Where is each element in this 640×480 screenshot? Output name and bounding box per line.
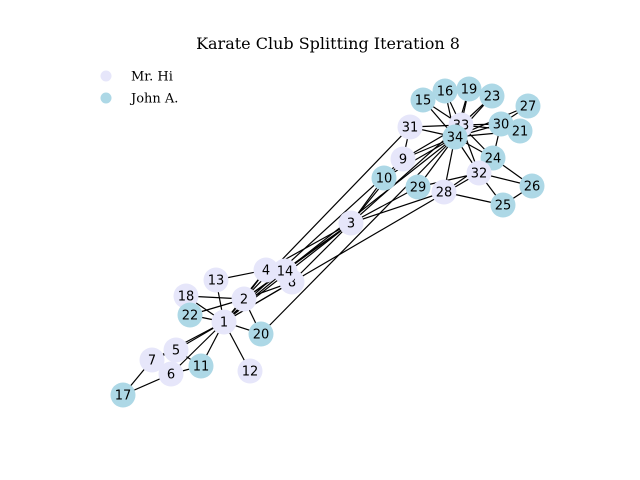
- node-31: [397, 114, 423, 140]
- edge-14-34: [284, 136, 456, 272]
- edge-3-8: [291, 222, 352, 283]
- node-label-8: 8: [288, 276, 296, 291]
- node-label-16: 16: [437, 85, 454, 100]
- node-29: [405, 174, 431, 200]
- node-label-11: 11: [193, 360, 210, 375]
- node-label-6: 6: [167, 368, 175, 383]
- node-label-23: 23: [484, 90, 501, 105]
- node-2: [231, 286, 257, 312]
- node-label-25: 25: [495, 199, 512, 214]
- node-12: [237, 358, 263, 384]
- node-label-31: 31: [402, 121, 419, 136]
- node-label-5: 5: [172, 344, 180, 359]
- edge-3-28: [350, 191, 445, 224]
- node-25: [490, 192, 516, 218]
- node-3: [338, 210, 364, 236]
- node-9: [390, 146, 416, 172]
- node-label-13: 13: [208, 274, 225, 289]
- node-10: [371, 165, 397, 191]
- node-23: [479, 83, 505, 109]
- node-5: [163, 337, 189, 363]
- node-28: [431, 179, 457, 205]
- node-13: [203, 267, 229, 293]
- node-label-7: 7: [148, 354, 156, 369]
- node-1: [211, 309, 237, 335]
- node-19: [456, 76, 482, 102]
- node-11: [188, 353, 214, 379]
- node-7: [139, 347, 165, 373]
- node-label-24: 24: [485, 152, 502, 167]
- node-label-10: 10: [376, 172, 393, 187]
- node-label-29: 29: [410, 181, 427, 196]
- node-label-9: 9: [399, 153, 407, 168]
- node-4: [253, 257, 279, 283]
- legend-label-1: John A.: [129, 92, 178, 107]
- node-label-2: 2: [240, 293, 248, 308]
- node-label-30: 30: [493, 118, 510, 133]
- node-label-4: 4: [262, 264, 270, 279]
- node-22: [177, 302, 203, 328]
- node-label-32: 32: [471, 167, 488, 182]
- node-label-15: 15: [415, 94, 432, 109]
- node-label-19: 19: [461, 83, 478, 98]
- legend-marker-0: [100, 70, 112, 82]
- legend-marker-1: [100, 92, 112, 104]
- node-30: [488, 111, 514, 137]
- node-18: [173, 283, 199, 309]
- legend-label-0: Mr. Hi: [131, 70, 173, 85]
- node-label-17: 17: [115, 389, 132, 404]
- node-20: [248, 321, 274, 347]
- node-16: [432, 78, 458, 104]
- node-26: [519, 173, 545, 199]
- node-label-22: 22: [182, 309, 199, 324]
- node-label-18: 18: [178, 290, 195, 305]
- figure-title: Karate Club Splitting Iteration 8: [196, 34, 460, 53]
- node-17: [110, 382, 136, 408]
- edge-20-34: [260, 136, 456, 335]
- node-34: [442, 124, 468, 150]
- edge-1-7: [151, 321, 225, 361]
- edge-3-29: [350, 186, 419, 224]
- node-14: [272, 258, 298, 284]
- node-6: [158, 361, 184, 387]
- node-32: [466, 160, 492, 186]
- node-label-1: 1: [220, 316, 228, 331]
- node-label-12: 12: [242, 365, 259, 380]
- node-label-20: 20: [253, 328, 270, 343]
- node-label-28: 28: [436, 186, 453, 201]
- node-label-27: 27: [520, 100, 537, 115]
- node-label-21: 21: [512, 125, 529, 140]
- node-label-3: 3: [347, 217, 355, 232]
- node-label-34: 34: [447, 131, 464, 146]
- node-21: [507, 118, 533, 144]
- node-label-14: 14: [277, 265, 294, 280]
- edge-3-33: [350, 124, 462, 224]
- node-15: [410, 87, 436, 113]
- edge-10-34: [383, 136, 456, 179]
- node-27: [515, 93, 541, 119]
- legend: Mr. Hi John A.: [100, 70, 178, 107]
- node-label-26: 26: [524, 180, 541, 195]
